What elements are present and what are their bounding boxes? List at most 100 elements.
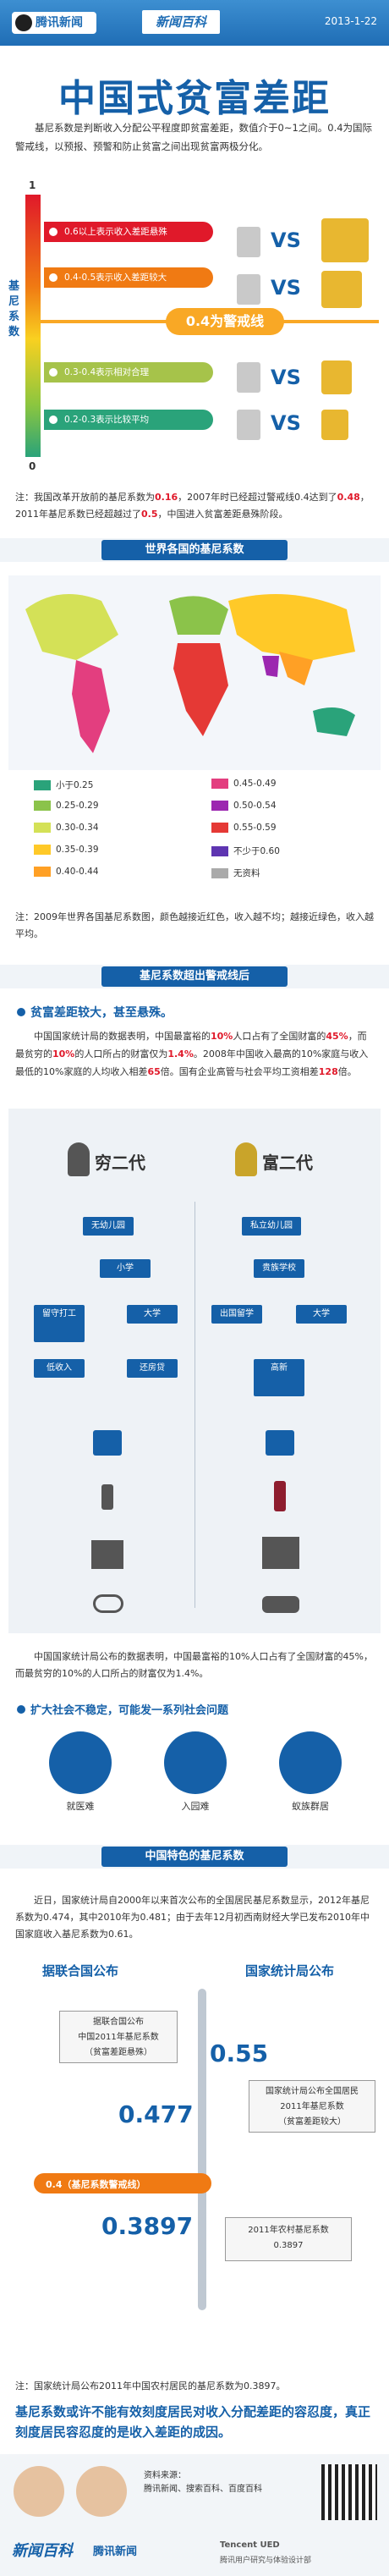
legend-swatch — [34, 867, 51, 877]
legend-swatch — [211, 846, 228, 856]
legend-swatch — [211, 801, 228, 811]
intro-text: 基尼系数是判断收入分配公平程度即贫富差距，数值介于0~1之间。0.4为国际警戒线… — [15, 122, 373, 152]
bullet-dot-icon — [49, 416, 58, 424]
poor-person-icon — [68, 1142, 90, 1176]
news-encyclopedia-badge: 新闻百科 — [142, 10, 220, 34]
kindergarten-icon — [164, 1731, 227, 1794]
un-box: 据联合国公布 中国2011年基尼系数 （贫富差距悬殊） — [59, 2011, 178, 2063]
penguin-icon — [15, 14, 32, 31]
over-section-title: 基尼系数超出警戒线后 — [101, 966, 288, 987]
coin-stack-small-icon — [237, 227, 260, 257]
qq-news-logo[interactable]: 腾讯新闻 — [12, 12, 96, 34]
coin-stack-large-icon — [321, 271, 362, 308]
value-0477: 0.477 — [118, 2100, 194, 2128]
vs-label: VS — [271, 228, 301, 252]
poor-node: 小学 — [100, 1259, 151, 1278]
over-subtitle: 贫富差距较大，甚至悬殊。 — [17, 1004, 173, 1021]
tshirt-icon — [93, 1430, 122, 1456]
world-section-banner: 世界各国的基尼系数 — [0, 538, 389, 562]
qq-news-footer-logo: 腾讯新闻 — [93, 2546, 138, 2558]
rich-person-icon — [235, 1142, 257, 1176]
poor-node: 大学 — [127, 1305, 178, 1324]
legend-swatch — [34, 845, 51, 855]
bicycle-icon — [93, 1594, 123, 1613]
comparison-diagram: 穷二代 富二代 无幼儿园 小学 留守打工 大学 低收入 还房贷 私立幼儿园 贵族… — [8, 1109, 381, 1633]
coin-stack-medium-icon — [321, 361, 352, 394]
world-note: 注：2009年世界各国基尼系数图，颜色越接近红色，收入越不均；越接近绿色，收入越… — [15, 911, 374, 939]
encyclopedia-logo: 新闻百科 — [12, 2542, 73, 2560]
gini-item-1: 0.6以上表示收入差距悬殊 — [44, 222, 213, 242]
gini-scale-bottom: 0 — [29, 460, 36, 472]
hospital-icon — [49, 1731, 112, 1794]
bullet-dot-icon — [17, 1008, 25, 1016]
legend-swatch — [211, 823, 228, 833]
legend-swatch — [34, 801, 51, 811]
china-section-banner: 中国特色的基尼系数 — [0, 1845, 389, 1869]
poor-label: 穷二代 — [95, 1153, 145, 1173]
china-note: 注：国家统计局公布2011年中国农村居民的基尼系数为0.3897。 — [15, 2381, 286, 2392]
nbs-box: 国家统计局公布全国居民 2011年基尼系数 （贫富差距较大） — [249, 2080, 375, 2133]
conclusion: 基尼系数或许不能有效刻度居民对收入分配差距的容忍度，真正刻度居民容忍度的是收入差… — [15, 2404, 371, 2440]
source-text: 资料来源： 腾讯新闻、搜索百科、百度百科 — [144, 2471, 262, 2494]
rich-node: 高新 — [254, 1359, 304, 1396]
poor-node: 低收入 — [34, 1359, 85, 1378]
gini-item-3: 0.3-0.4表示相对合理 — [44, 362, 213, 383]
rich-label: 富二代 — [262, 1153, 313, 1173]
center-divider — [194, 1202, 195, 1608]
ued-subtitle: 腾讯用户研究与体验设计部 — [220, 2557, 312, 2565]
header-bar: 腾讯新闻 新闻百科 2013-1-22 — [0, 0, 389, 46]
legend-swatch — [211, 868, 228, 878]
gini-note: 注：我国改革开放前的基尼系数为0.16，2007年时已经超过警戒线0.4达到了0… — [15, 492, 370, 520]
poor-node: 无幼儿园 — [83, 1217, 134, 1236]
poor-node: 留守打工 — [34, 1305, 85, 1342]
china-comparison: 据联合国公布 国家统计局公布 据联合国公布 中国2011年基尼系数 （贫富差距悬… — [8, 1955, 381, 2361]
value-axis — [198, 1989, 206, 2310]
world-section-title: 世界各国的基尼系数 — [101, 540, 288, 560]
legend-item: 0.25-0.29 — [34, 801, 99, 811]
warning-bar — [34, 2173, 211, 2193]
publish-date: 2013-1-22 — [324, 15, 377, 27]
gini-item-4: 0.2-0.3表示比较平均 — [44, 410, 213, 430]
legend-item: 不少于0.60 — [211, 845, 280, 857]
bullet-dot-icon — [17, 1705, 25, 1714]
footer: 资料来源： 腾讯新闻、搜索百科、百度百科 新闻百科 腾讯新闻 Tencent U… — [0, 2454, 389, 2576]
coin-stack-large-icon — [321, 218, 369, 262]
social-item: 蚁族群居 — [272, 1731, 348, 1813]
mansion-icon — [262, 1537, 299, 1569]
tshirt-icon — [266, 1430, 294, 1456]
vs-label: VS — [271, 276, 301, 300]
gini-scale-bar — [25, 195, 41, 457]
world-legend: 小于0.25 0.25-0.29 0.30-0.34 0.35-0.39 0.4… — [34, 779, 372, 897]
legend-swatch — [211, 779, 228, 789]
poor-node: 还房贷 — [127, 1359, 178, 1378]
social-item: 入园难 — [157, 1731, 233, 1813]
legend-item: 0.45-0.49 — [211, 779, 277, 789]
value-03897: 0.3897 — [101, 2212, 194, 2240]
gini-scale-top: 1 — [29, 179, 36, 191]
page-title: 中国式贫富差距 — [58, 77, 331, 120]
cartoon-avatar — [76, 2466, 127, 2517]
wine-bottle-icon — [274, 1481, 286, 1511]
rich-node: 私立幼儿园 — [242, 1217, 301, 1236]
qr-code[interactable] — [321, 2464, 377, 2520]
over-paragraph: 中国国家统计局的数据表明，中国最富裕的10%人口占有了全国财富的45%，而最贫穷… — [15, 1031, 369, 1077]
legend-item: 无资料 — [211, 867, 260, 879]
gini-item-2: 0.4-0.5表示收入差距较大 — [44, 267, 213, 288]
ued-logo: Tencent UED — [220, 2540, 280, 2550]
coin-stack-medium-icon — [237, 362, 260, 393]
legend-item: 0.55-0.59 — [211, 823, 277, 833]
legend-item: 0.50-0.54 — [211, 801, 277, 811]
gini-warning-label: 0.4为警戒线 — [166, 308, 284, 335]
coin-stack-medium-icon — [321, 410, 348, 440]
bullet-dot-icon — [49, 228, 58, 236]
rich-node: 贵族学校 — [254, 1259, 304, 1278]
bullet-dot-icon — [49, 273, 58, 282]
coin-stack-small-icon — [237, 274, 260, 305]
china-paragraph: 近日，国家统计局自2000年以来首次公布的全国居民基尼系数显示，2012年基尼系… — [15, 1895, 370, 1940]
legend-item: 0.30-0.34 — [34, 823, 99, 833]
vs-label: VS — [271, 411, 301, 435]
coin-stack-medium-icon — [237, 410, 260, 440]
warning-label: 0.4（基尼系数警戒线） — [46, 2179, 146, 2190]
social-title: 扩大社会不稳定，可能发一系列社会问题 — [17, 1701, 228, 1717]
legend-item: 小于0.25 — [34, 779, 93, 791]
